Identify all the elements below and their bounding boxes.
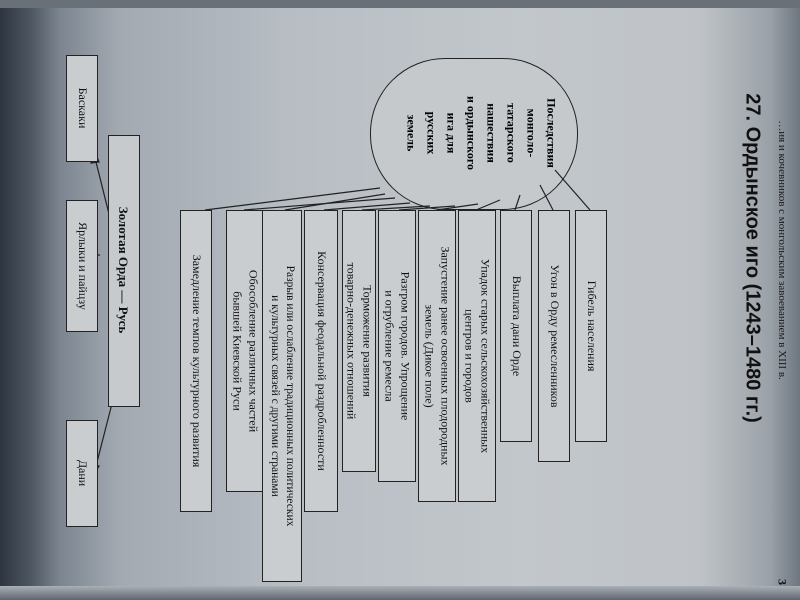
relations-box-dani: Дани <box>66 420 98 527</box>
consequence-text-3: Выплата дани Орде <box>509 275 524 377</box>
consequence-text-2: Угон в Орду ремесленников <box>547 264 562 408</box>
relations-center-frame <box>108 135 140 407</box>
consequence-text-7: Торможение развития товарно-денежных отн… <box>345 262 375 420</box>
consequence-text-6: Разгром городов. Упрощение и огрубление … <box>383 271 413 421</box>
center-oval <box>370 58 578 210</box>
consequence-box-9: Обособление различных частей бывшей Киев… <box>226 210 264 492</box>
relations-box-yarlyki: Ярлыки и пайцзу <box>66 200 98 332</box>
consequence-box-1: Гибель населения <box>575 210 607 442</box>
consequence-box-10: Разрыв или ослабление традиционных полит… <box>262 210 302 582</box>
consequence-box-5: Запустение ранее освоенных плодородных з… <box>418 210 456 502</box>
consequence-text-8: Консервация феодальной раздробленности <box>314 251 329 471</box>
consequence-text-4: Упадок старых сельскохозяйственных центр… <box>463 258 493 454</box>
consequence-text-10: Разрыв или ослабление традиционных полит… <box>269 265 296 527</box>
relations-center-label: Золотая Орда — Русь <box>116 206 131 334</box>
consequence-text-5: Запустение ранее освоенных плодородных з… <box>423 246 453 466</box>
consequence-text-9: Обособление различных частей бывшей Киев… <box>231 269 261 433</box>
consequence-box-4: Упадок старых сельскохозяйственных центр… <box>458 210 496 502</box>
page-bottom-edge <box>0 586 800 600</box>
consequence-text-11: Замедление темпов культурного развития <box>189 254 204 468</box>
consequence-box-2: Угон в Орду ремесленников <box>538 210 570 462</box>
page-top-edge <box>0 0 800 8</box>
relations-text-dani: Дани <box>75 459 90 487</box>
relations-box-baskaki: Баскаки <box>66 55 98 162</box>
consequence-box-6: Разгром городов. Упрощение и огрубление … <box>378 210 416 482</box>
consequence-box-11: Замедление темпов культурного развития <box>180 210 212 512</box>
consequence-box-3: Выплата дани Орде <box>500 210 532 442</box>
relations-text-baskaki: Баскаки <box>75 87 90 129</box>
consequence-box-8: Консервация феодальной раздробленности <box>304 210 338 512</box>
relations-text-yarlyki: Ярлыки и пайцзу <box>75 222 90 310</box>
consequence-box-7: Торможение развития товарно-денежных отн… <box>342 210 376 472</box>
consequence-text-1: Гибель населения <box>584 280 599 372</box>
